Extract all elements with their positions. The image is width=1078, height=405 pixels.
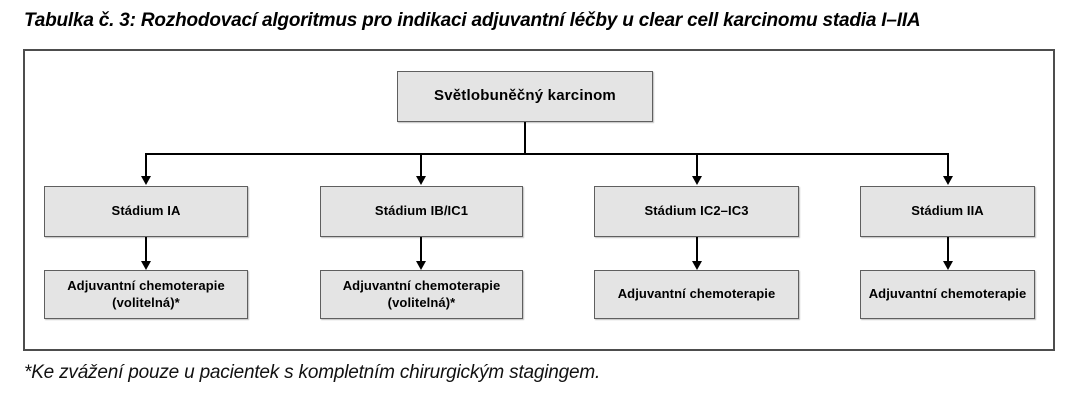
connector-drop-2: [420, 153, 422, 177]
stage-node-label: Stádium IIA: [911, 203, 984, 219]
connector-drop-1: [145, 153, 147, 177]
treatment-label: Adjuvantní chemoterapie: [617, 286, 776, 302]
treatment-node-2: Adjuvantní chemoterapie (volitelná)*: [320, 270, 523, 319]
stage-node-ia: Stádium IA: [44, 186, 248, 237]
treatment-note: (volitelná)*: [387, 294, 456, 310]
stage-node-label: Stádium IB/IC1: [374, 203, 469, 219]
treatment-label: Adjuvantní chemoterapie: [67, 278, 225, 294]
down-arrowhead-icon: [692, 261, 702, 270]
treatment-node-1: Adjuvantní chemoterapie (volitelná)*: [44, 270, 248, 319]
connector-stage-to-treatment-2: [420, 237, 422, 262]
stage-node-ib-ic1: Stádium IB/IC1: [320, 186, 523, 237]
down-arrowhead-icon: [416, 261, 426, 270]
down-arrowhead-icon: [943, 176, 953, 185]
connector-stage-to-treatment-1: [145, 237, 147, 262]
down-arrowhead-icon: [416, 176, 426, 185]
treatment-label: Adjuvantní chemoterapie: [342, 278, 501, 294]
treatment-node-4: Adjuvantní chemoterapie: [860, 270, 1035, 319]
treatment-note: (volitelná)*: [112, 294, 180, 310]
stage-node-ic2-ic3: Stádium IC2–IC3: [594, 186, 799, 237]
connector-drop-4: [947, 153, 949, 177]
connector-horizontal-rail: [145, 153, 949, 155]
down-arrowhead-icon: [141, 261, 151, 270]
connector-stage-to-treatment-4: [947, 237, 949, 262]
treatment-label: Adjuvantní chemoterapie: [868, 286, 1027, 302]
root-node-label: Světlobuněčný karcinom: [434, 87, 616, 105]
stage-node-label: Stádium IA: [111, 203, 181, 219]
stage-node-iia: Stádium IIA: [860, 186, 1035, 237]
figure-footnote: *Ke zvážení pouze u pacientek s kompletn…: [24, 362, 601, 383]
down-arrowhead-icon: [692, 176, 702, 185]
connector-stage-to-treatment-3: [696, 237, 698, 262]
connector-root-stem: [524, 122, 526, 154]
connector-drop-3: [696, 153, 698, 177]
down-arrowhead-icon: [141, 176, 151, 185]
stage-node-label: Stádium IC2–IC3: [644, 203, 749, 219]
figure-title: Tabulka č. 3: Rozhodovací algoritmus pro…: [24, 10, 921, 31]
down-arrowhead-icon: [943, 261, 953, 270]
treatment-node-3: Adjuvantní chemoterapie: [594, 270, 799, 319]
root-node-clear-cell-carcinoma: Světlobuněčný karcinom: [397, 71, 653, 122]
